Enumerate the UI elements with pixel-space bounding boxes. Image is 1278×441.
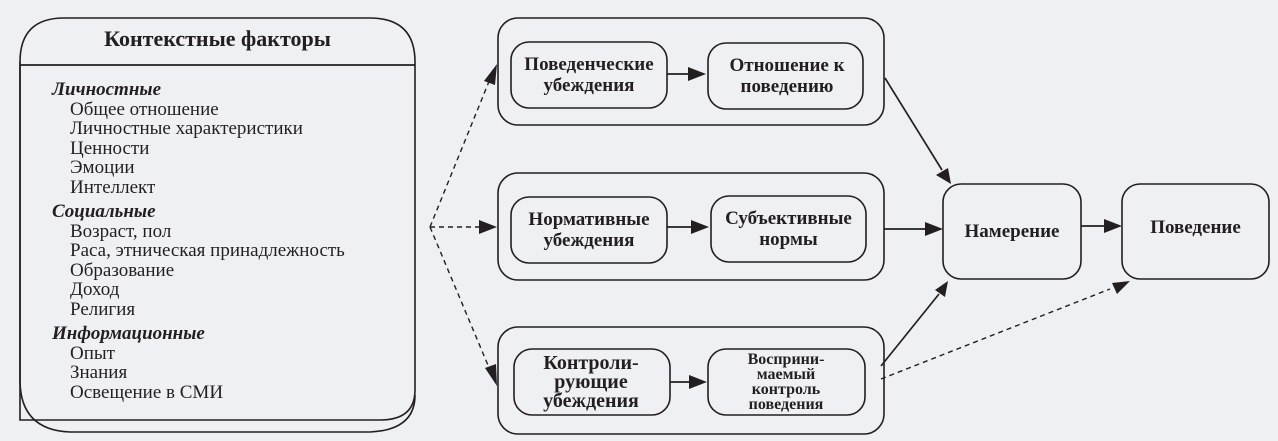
- behavioral-beliefs-box: [510, 41, 668, 109]
- dashed-arrow-control-to-behavior: [880, 288, 1111, 380]
- arrowhead-icon: [688, 67, 706, 81]
- perceived-control-label: Восприни-маемый контроль поведения: [747, 351, 825, 413]
- list-item: Опыт: [70, 342, 115, 364]
- list-item: Общее отношение: [70, 98, 219, 120]
- context-factors-box: [19, 17, 416, 421]
- arrow-attitude-to-intention: [884, 77, 943, 171]
- list-item: Интеллект: [70, 176, 156, 198]
- control-beliefs-label: Контроли-рующие убеждения: [543, 351, 639, 412]
- list-item: Религия: [70, 298, 136, 320]
- context-factors-box-bottom: [19, 62, 416, 433]
- behavior-label: Поведение: [1150, 217, 1241, 238]
- list-item: Личностные характеристики: [70, 118, 303, 139]
- group-heading: Информационные: [52, 323, 205, 344]
- list-item: Ценности: [70, 137, 150, 159]
- perceived-control-box: [707, 348, 866, 416]
- context-group-informational: Информационные Опыт Знания Освещение в С…: [52, 324, 345, 402]
- context-factors-list: Личностные Общее отношение Личностные ха…: [52, 80, 345, 407]
- subjective-norms-label: Субъективные нормы: [725, 208, 852, 250]
- dashed-arrow-context-to-control-group: [429, 226, 491, 371]
- arrowhead-icon: [484, 64, 497, 85]
- group-heading: Личностные: [52, 79, 161, 100]
- list-item: Доход: [70, 279, 120, 300]
- arrowhead-icon: [689, 375, 707, 389]
- list-item: Раса, этническая принадлежность: [70, 240, 345, 261]
- arrowhead-icon: [1112, 281, 1130, 294]
- arrowhead-icon: [479, 220, 497, 234]
- arrow-control-to-intention: [880, 293, 940, 367]
- arrowhead-icon: [691, 220, 709, 234]
- arrowhead-icon: [925, 222, 943, 236]
- list-item: Освещение в СМИ: [70, 381, 224, 403]
- context-group-personal: Личностные Общее отношение Личностные ха…: [52, 80, 345, 197]
- intention-box: [942, 183, 1082, 280]
- normative-beliefs-box: [510, 196, 668, 264]
- context-factors-title: Контекстные факторы: [104, 26, 331, 51]
- list-item: Знания: [70, 362, 128, 383]
- behavior-box: [1121, 183, 1270, 280]
- list-item: Эмоции: [70, 157, 135, 178]
- attitude-box: [707, 42, 864, 110]
- subjective-norms-box: [710, 195, 867, 263]
- group-heading: Социальные: [52, 201, 156, 222]
- arrowhead-icon: [935, 281, 948, 297]
- list-item: Образование: [70, 259, 175, 281]
- attitude-label: Отношение к поведению: [729, 55, 845, 97]
- arrowhead-icon: [485, 364, 497, 386]
- list-item: Возраст, пол: [70, 220, 172, 242]
- behavioral-beliefs-label: Поведенческие убеждения: [524, 54, 654, 96]
- intention-label: Намерение: [964, 221, 1060, 242]
- arrowhead-icon: [936, 168, 951, 184]
- normative-beliefs-label: Нормативные убеждения: [528, 209, 650, 251]
- arrowhead-icon: [1104, 219, 1122, 233]
- context-group-social: Социальные Возраст, пол Раса, этническая…: [52, 202, 345, 319]
- dashed-arrow-context-to-attitude-group: [429, 78, 491, 228]
